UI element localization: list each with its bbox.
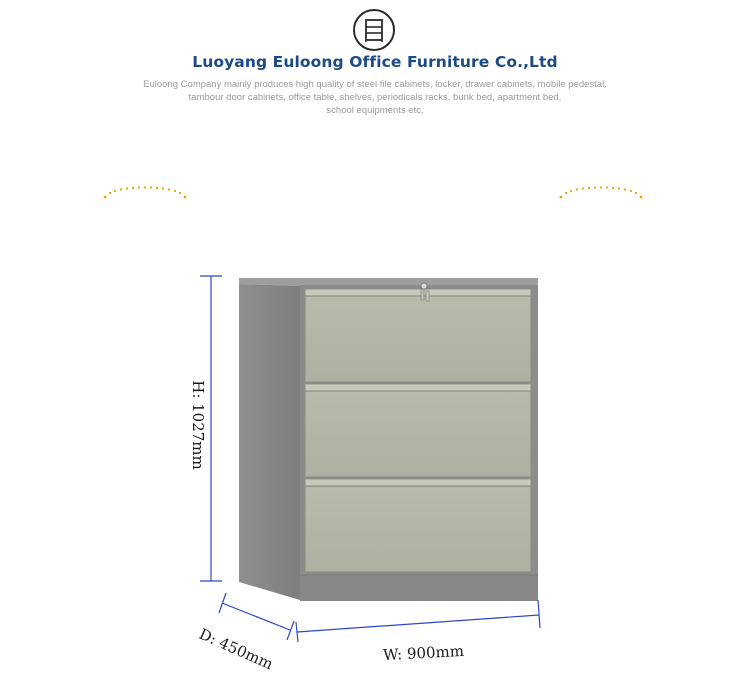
drawer-bottom <box>304 478 532 573</box>
description-line: school equipments etc. <box>326 105 424 116</box>
height-dimension-line <box>200 275 222 582</box>
company-description: Euloong Company mainly produces high qua… <box>100 78 650 117</box>
description-line: Euloong Company mainly produces high qua… <box>143 79 607 90</box>
lock-icon <box>420 282 430 302</box>
decorative-dot-arc-left <box>103 186 187 199</box>
drawer-top <box>304 288 532 383</box>
description-line: tambour door cabinets, office table, she… <box>188 92 562 103</box>
cabinet-drawer-icon <box>365 19 383 42</box>
depth-dimension-line <box>218 592 295 641</box>
filing-cabinet <box>239 278 538 601</box>
company-name: Luoyang Euloong Office Furniture Co.,Ltd <box>192 53 558 71</box>
drawer-middle <box>304 383 532 478</box>
height-label: H: 1027mm <box>189 380 207 470</box>
decorative-dot-arc-right <box>559 186 643 199</box>
logo-badge <box>353 9 395 51</box>
width-dimension-line <box>295 599 541 643</box>
